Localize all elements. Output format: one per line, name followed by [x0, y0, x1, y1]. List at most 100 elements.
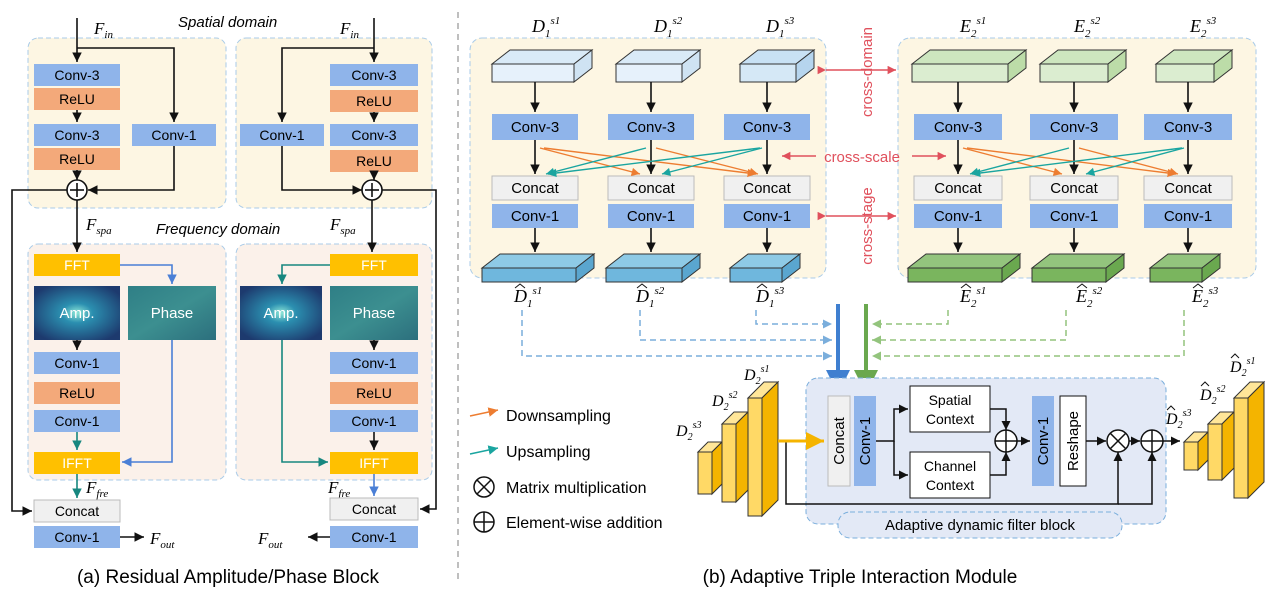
conv3-box: [330, 124, 418, 146]
conv1-box: [724, 204, 810, 228]
f-spa-right: Fspa: [329, 215, 356, 237]
spatial-context-line1: Spatial: [929, 392, 972, 408]
concat-box: [329, 497, 419, 521]
d1-s3-out-front: [729, 267, 783, 283]
d2-s1-slab-side: [761, 380, 779, 518]
e2-s3-feature-front: [1155, 63, 1215, 83]
relu-label: ReLU: [356, 93, 392, 109]
out-s2-slab-side: [1221, 410, 1235, 482]
conv1-box: [34, 526, 120, 548]
conv3-label: Conv-3: [627, 119, 675, 136]
relu-box: [330, 90, 418, 112]
e2-s2-feature-side: [1107, 48, 1127, 84]
conv3-label: Conv-3: [1164, 119, 1212, 136]
adf-mult-icon: [1106, 429, 1130, 453]
relu-label: ReLU: [59, 151, 95, 167]
d1-s1-hat-label: D1s1: [513, 285, 542, 310]
e2-s1-out: [906, 253, 1022, 269]
conv1-label: Conv-1: [259, 127, 304, 143]
d1-s2-feature-side: [681, 48, 701, 84]
f-out-left: Fout: [149, 529, 175, 551]
e2-s2-label: E2s2: [1073, 15, 1101, 40]
conv3-box: [34, 124, 120, 146]
conv1-box: [240, 124, 324, 146]
cross-scale-label: cross-scale: [824, 149, 900, 166]
d2-s1-label: D2s1: [743, 364, 769, 387]
ifft-label: IFFT: [62, 455, 92, 471]
e-branch-boxes: Conv-3 Conv-3 Conv-3 Concat Concat Conca…: [913, 114, 1233, 228]
out-s2-slab-front: [1207, 423, 1223, 481]
d2-s1-slab-front: [747, 397, 763, 517]
e2-s2-out-front: [1031, 267, 1107, 283]
caption-b: (b) Adaptive Triple Interaction Module: [703, 567, 1018, 588]
adf-label-bg: [837, 511, 1123, 539]
d1-s2-label: D1s2: [653, 15, 683, 40]
adf-concat-label: Concat: [831, 416, 848, 464]
e2-s2-out-side: [1105, 252, 1125, 284]
relu-label: ReLU: [59, 91, 95, 107]
d1-s2-feature-front: [615, 63, 683, 83]
conv3-label: Conv-3: [511, 119, 559, 136]
left-block-arrows: [11, 18, 179, 542]
concat-box: [33, 499, 121, 523]
left-block: Conv-3 ReLU Conv-3 ReLU Conv-1 FFT Amp. …: [11, 18, 216, 548]
e2-s3-out-side: [1201, 252, 1221, 284]
legend: Downsampling Upsampling Matrix multiplic…: [469, 407, 663, 533]
d1-s3-out-side: [781, 252, 801, 284]
relu-box: [34, 148, 120, 170]
d1-s1-feature-front: [491, 63, 575, 83]
d1-s1-out: [480, 253, 596, 269]
right-block: Conv-3 ReLU Conv-3 ReLU Conv-1 FFT Amp. …: [240, 18, 437, 548]
right-block-arrows: [277, 18, 437, 542]
ifft-label: IFFT: [359, 455, 389, 471]
conv3-box: [724, 114, 810, 140]
out-s1-label: D2s1: [1229, 356, 1255, 379]
adf-conv1-label: Conv-1: [857, 417, 874, 465]
conv3-box: [914, 114, 1002, 140]
conv1-box: [330, 410, 418, 432]
hat-marks: [514, 283, 1204, 289]
adf-add2-icon: [1140, 429, 1164, 453]
adf-conv1b-box: [1032, 396, 1054, 486]
conv3-label: Conv-3: [1050, 119, 1098, 136]
d-branch-boxes: Conv-3 Conv-3 Conv-3 Concat Concat Conca…: [491, 114, 811, 228]
f-in-left: Fin: [93, 19, 113, 41]
conv1-box: [914, 204, 1002, 228]
phase-label: Phase: [353, 305, 396, 322]
relu-box: [34, 382, 120, 404]
amp-label: Amp.: [59, 305, 94, 322]
conv3-label: Conv-3: [54, 127, 99, 143]
out-s3-label: D2s3: [1165, 408, 1191, 431]
reshape-label: Reshape: [1065, 411, 1082, 471]
conv3-label: Conv-3: [351, 127, 396, 143]
conv3-label: Conv-3: [743, 119, 791, 136]
conv1-box: [608, 204, 694, 228]
d1-s1-out-front: [481, 267, 577, 283]
spatial-domain-bg-right: [235, 37, 433, 209]
d1-s2-out-side: [681, 252, 701, 284]
conv1-label: Conv-1: [511, 208, 559, 225]
d2-s2-slab-side: [735, 410, 749, 504]
adf-conv1-box: [854, 396, 876, 486]
relu-box: [330, 150, 418, 172]
input-feature-stack: [696, 380, 780, 518]
cross-domain-label: cross-domain: [859, 27, 876, 117]
right-block-colored-arrows: [277, 264, 379, 496]
concat-box: [1143, 175, 1233, 201]
relu-box: [330, 382, 418, 404]
e-input-features: [910, 48, 1234, 84]
e2-s1-out-front: [907, 267, 1003, 283]
concat-label: Concat: [627, 180, 675, 197]
concat-box: [607, 175, 695, 201]
d1-s2-hat-label: D1s2: [635, 285, 665, 310]
fft-label: FFT: [361, 257, 387, 273]
adf-label: Adaptive dynamic filter block: [885, 517, 1076, 534]
channel-context-line1: Channel: [924, 458, 976, 474]
conv1-box: [1144, 204, 1232, 228]
concat-label: Concat: [511, 180, 559, 197]
caption-a: (a) Residual Amplitude/Phase Block: [77, 567, 380, 588]
spatial-domain-label: Spatial domain: [178, 14, 277, 31]
d1-s3-hat-label: D1s3: [755, 285, 785, 310]
matrix-mult-icon: [473, 476, 495, 498]
